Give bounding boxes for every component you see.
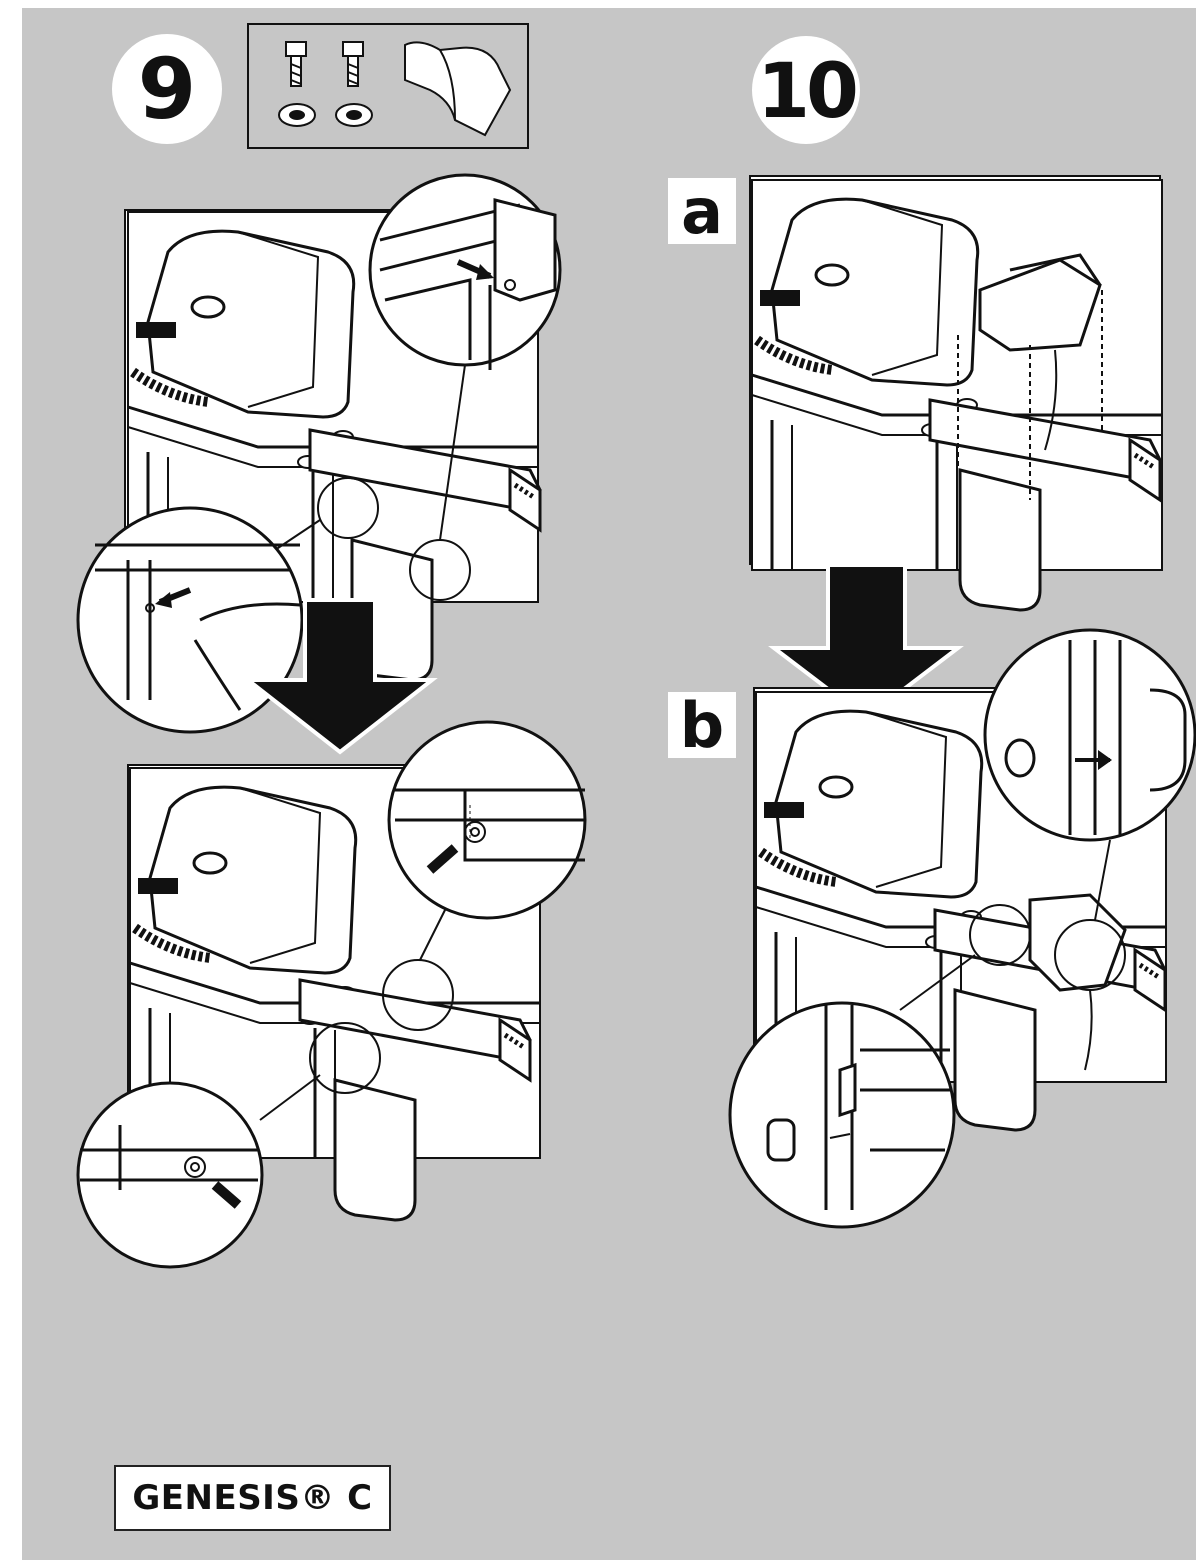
step-9-down-arrow xyxy=(242,598,438,755)
step-9-hardware-box xyxy=(247,23,529,149)
step-10-down-arrow xyxy=(768,563,964,721)
step-9-number: 9 xyxy=(112,34,222,144)
step-10a-figure xyxy=(750,175,1162,612)
step-9-bottom-figure xyxy=(76,720,587,1269)
step-10-number: 10 xyxy=(752,36,860,144)
step-10b-figure xyxy=(728,628,1196,1229)
step-9-top-figure xyxy=(76,173,562,734)
step-10b-label: b xyxy=(668,689,736,762)
model-label: GENESIS® C xyxy=(114,1465,391,1531)
step-10a-label: a xyxy=(668,175,736,248)
